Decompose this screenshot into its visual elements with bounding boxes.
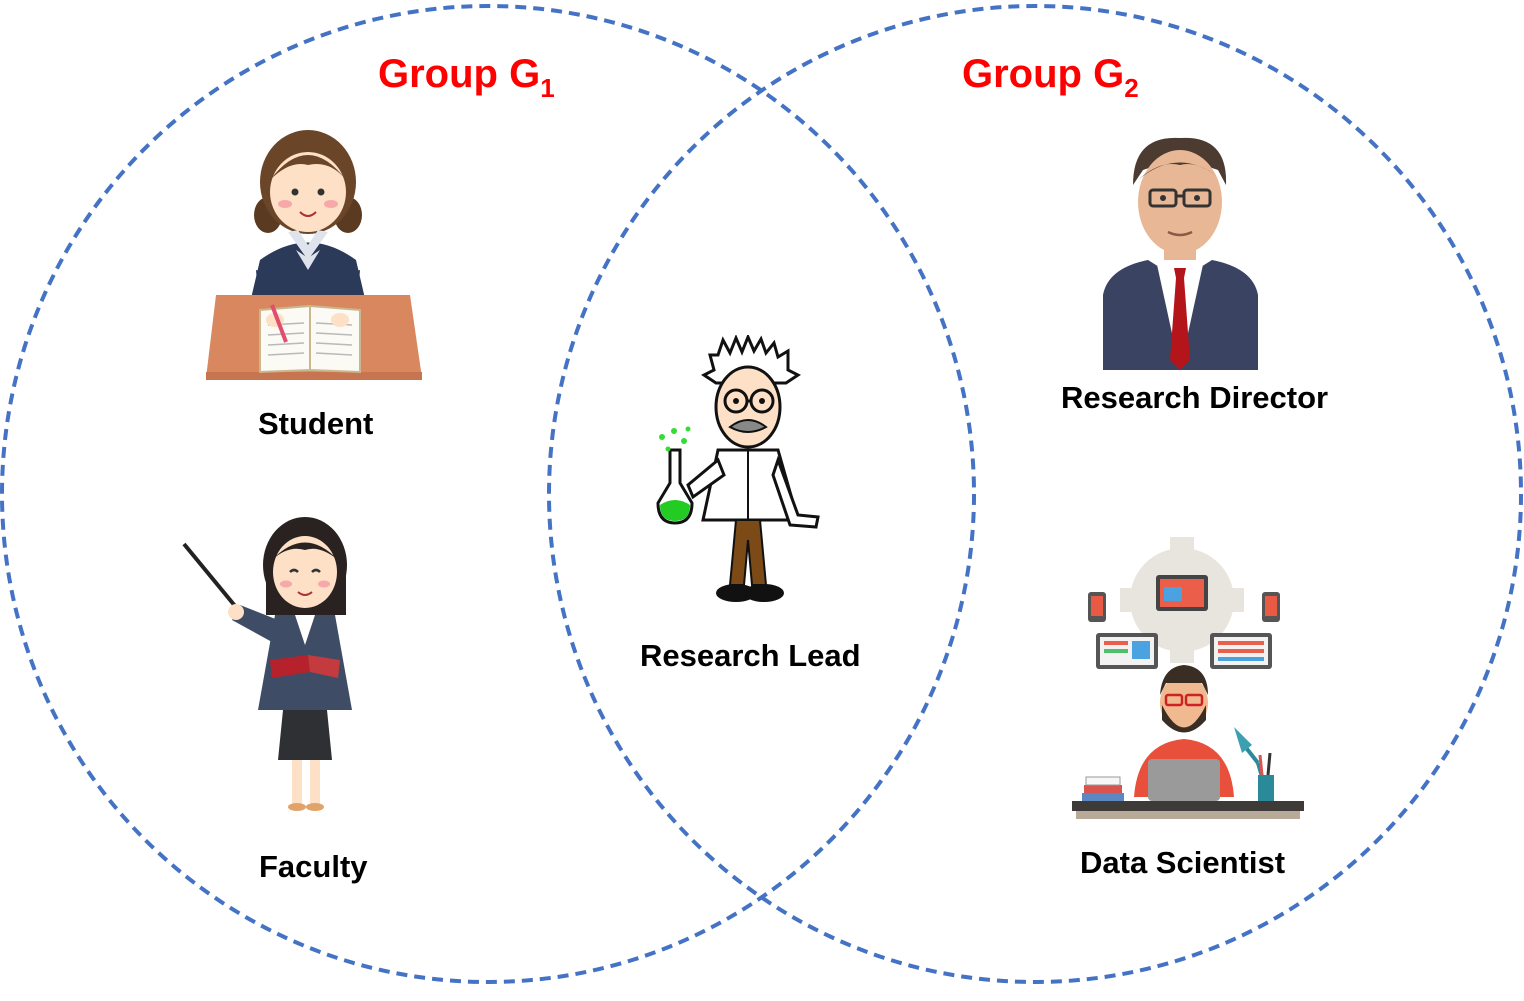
research-lead-illustration [656, 335, 820, 602]
research-director-illustration [1103, 137, 1258, 370]
data-scientist-illustration [1072, 537, 1304, 819]
group-g1-title: Group G1 [378, 52, 555, 104]
group-g1-title-main: Group G [378, 52, 541, 96]
faculty-illustration [182, 517, 352, 811]
research-director-label: Research Director [1061, 380, 1329, 415]
group-g2-title-main: Group G [962, 52, 1125, 96]
group-g2-title-subscript: 2 [1124, 73, 1139, 103]
group-g1-title-subscript: 1 [540, 73, 555, 103]
faculty-label: Faculty [259, 849, 368, 884]
student-illustration [206, 130, 422, 380]
group-g1-circle [0, 4, 976, 984]
research-lead-label: Research Lead [640, 638, 861, 673]
data-scientist-label: Data Scientist [1080, 845, 1286, 880]
student-label: Student [258, 406, 374, 441]
group-g2-title: Group G2 [962, 52, 1139, 104]
group-g2-circle [547, 4, 1523, 984]
